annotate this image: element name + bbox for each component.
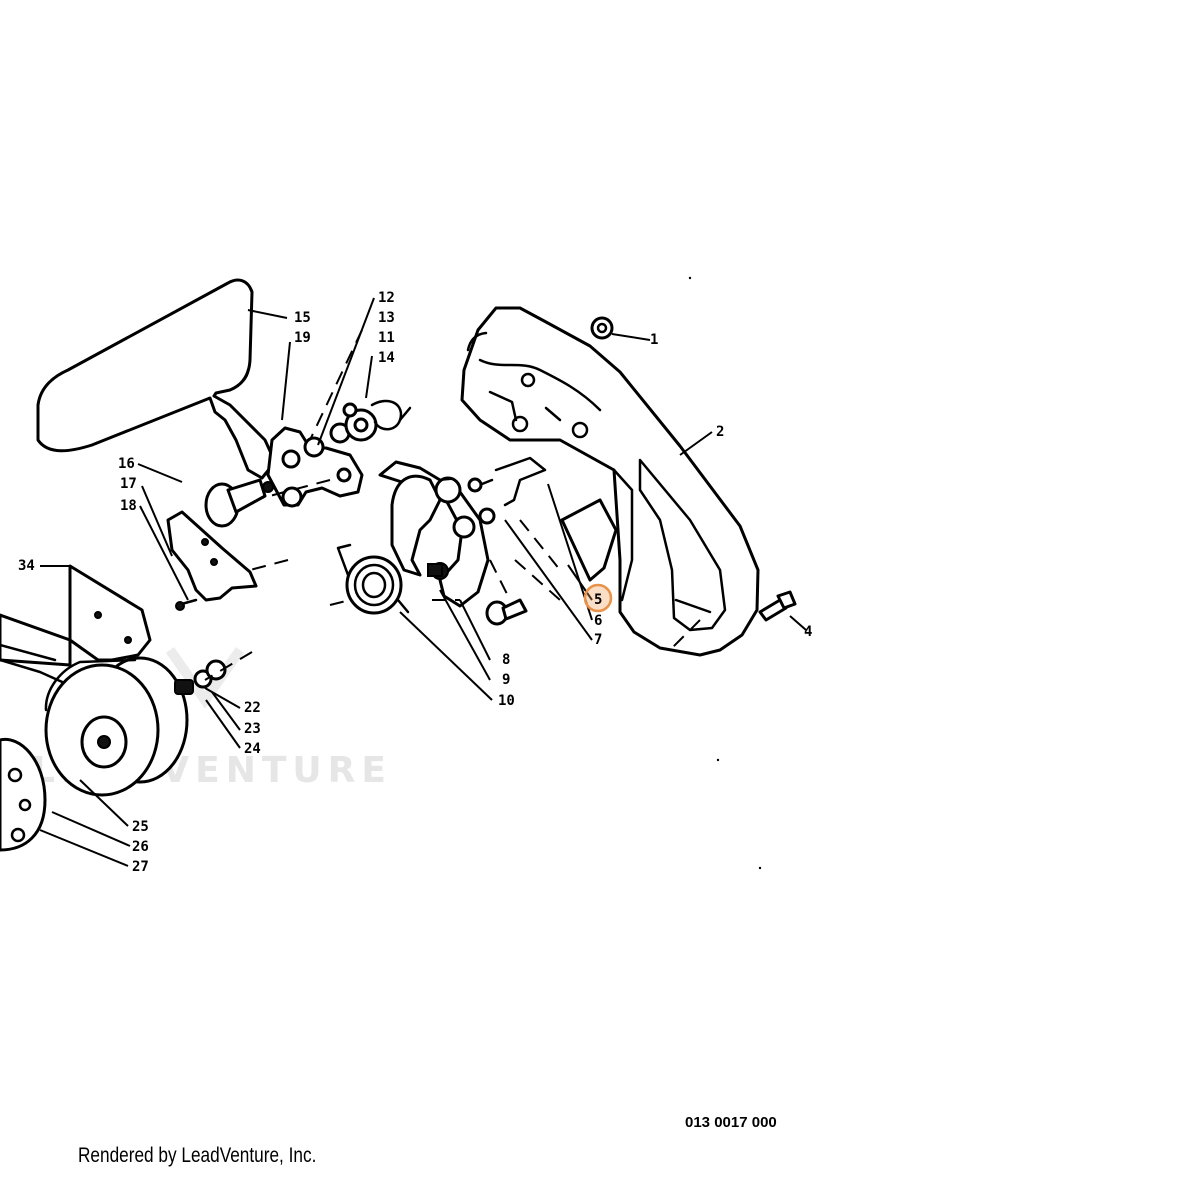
clutch-cover-part[interactable] <box>460 306 760 657</box>
callout-23[interactable]: 23 <box>244 721 261 737</box>
callout-11[interactable]: 11 <box>378 330 395 346</box>
clutch-drum-part[interactable] <box>44 656 189 797</box>
bracket-part[interactable] <box>166 510 258 611</box>
callout-34[interactable]: 34 <box>18 558 35 574</box>
hand-guard-part[interactable] <box>36 278 277 480</box>
callout-17[interactable]: 17 <box>120 476 137 492</box>
callout-4[interactable]: 4 <box>804 624 812 640</box>
callout-15[interactable]: 15 <box>294 310 311 326</box>
callout-14[interactable]: 14 <box>378 350 395 366</box>
callout-12[interactable]: 12 <box>378 290 395 306</box>
callout-6[interactable]: 6 <box>594 613 602 629</box>
highlighted-callout-ring[interactable] <box>583 583 613 613</box>
screw-4-part[interactable] <box>758 590 797 622</box>
callout-26[interactable]: 26 <box>132 839 149 855</box>
callout-27[interactable]: 27 <box>132 859 149 875</box>
brake-lever-part[interactable] <box>266 399 412 508</box>
callout-7[interactable]: 7 <box>594 632 602 648</box>
plate-part[interactable] <box>68 564 152 662</box>
callout-10[interactable]: 10 <box>498 693 515 709</box>
leader-lines <box>39 297 807 867</box>
callout-25[interactable]: 25 <box>132 819 149 835</box>
callout-2[interactable]: 2 <box>716 424 724 440</box>
diagram-part-number: 013 0017 000 <box>685 1114 777 1131</box>
callout-1[interactable]: 1 <box>650 332 658 348</box>
screw-7-part[interactable] <box>467 456 547 525</box>
bolt-6-part[interactable] <box>485 598 528 626</box>
scan-specks <box>688 276 762 870</box>
knob-part[interactable] <box>204 478 274 528</box>
callout-9[interactable]: 9 <box>502 672 510 688</box>
render-credit: Rendered by LeadVenture, Inc. <box>78 1144 317 1167</box>
nut-part[interactable] <box>590 316 614 340</box>
spring-part[interactable] <box>336 543 410 615</box>
callout-13[interactable]: 13 <box>378 310 395 326</box>
callout-22[interactable]: 22 <box>244 700 261 716</box>
callout-18[interactable]: 18 <box>120 498 137 514</box>
callout-labels: 1 2 4 5 6 7 8 9 10 11 12 13 14 15 16 17 … <box>18 290 812 875</box>
callout-24[interactable]: 24 <box>244 741 261 757</box>
callout-5[interactable]: 5 <box>594 592 602 608</box>
callout-16[interactable]: 16 <box>118 456 135 472</box>
callout-19[interactable]: 19 <box>294 330 311 346</box>
callout-8[interactable]: 8 <box>502 652 510 668</box>
sprocket-part[interactable] <box>0 737 47 852</box>
washer-stack-part[interactable] <box>174 659 227 695</box>
brake-band-part[interactable] <box>378 460 490 608</box>
